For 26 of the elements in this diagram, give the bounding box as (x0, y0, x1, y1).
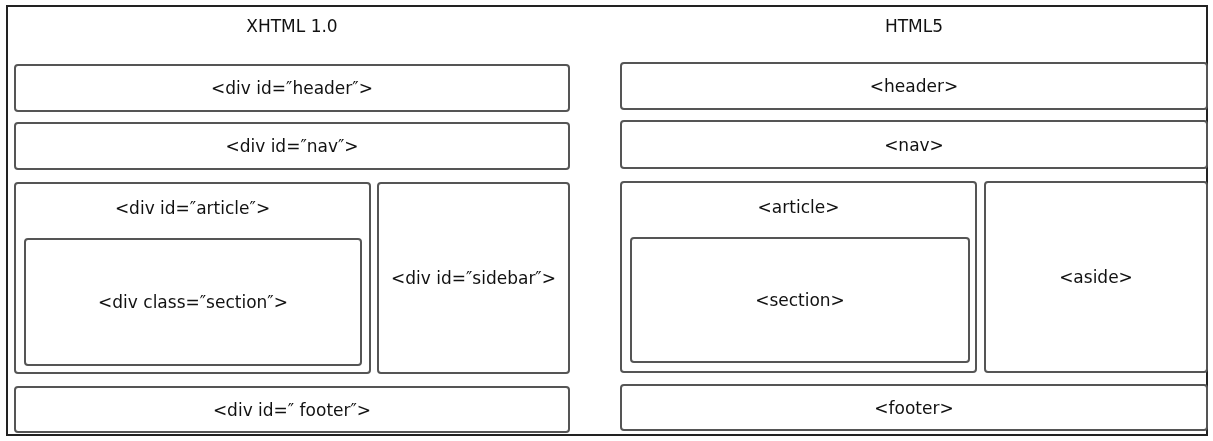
element-box (620, 384, 1208, 431)
tag-label: <div class=″section″> (98, 292, 288, 312)
tag-label: <header> (869, 76, 959, 96)
tag-label: <div id=″header″> (211, 78, 373, 98)
element-box (620, 120, 1208, 169)
element-box (620, 62, 1208, 110)
element-box (377, 182, 570, 374)
tag-label: <aside> (1059, 267, 1133, 287)
element-box (984, 181, 1208, 373)
tag-label: <nav> (884, 134, 944, 155)
element-box (14, 182, 371, 374)
tag-label: <div id=″ footer″> (212, 399, 372, 420)
element-box (630, 237, 970, 363)
tag-label: <footer> (874, 397, 954, 418)
tag-label: <div id=″article″> (114, 198, 271, 218)
element-box (14, 386, 570, 433)
tag-label: <div id=″nav″> (225, 136, 359, 156)
column-heading: HTML5 (884, 16, 944, 36)
tag-label: <section> (755, 290, 845, 310)
element-box (620, 181, 977, 373)
element-box (14, 122, 570, 170)
column-heading: XHTML 1.0 (246, 16, 338, 36)
tag-label: <article> (757, 197, 840, 217)
tag-label: <div id=″sidebar″> (391, 268, 556, 288)
element-box (24, 238, 362, 366)
element-box (14, 64, 570, 112)
